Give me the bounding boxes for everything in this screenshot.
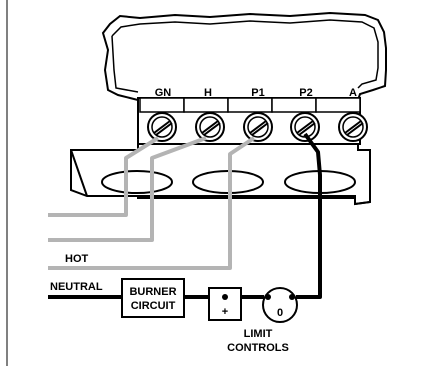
wire-gn [48, 136, 160, 217]
burner-circuit-box [121, 278, 185, 318]
terminal-block-base-front [87, 195, 371, 206]
terminal-label-p1: P1 [251, 87, 264, 99]
terminal-block-left-inner [111, 35, 139, 93]
screw-terminal-p1 [243, 112, 273, 142]
limit-controls-line1: LIMIT [244, 328, 273, 340]
neutral-label: NEUTRAL [50, 281, 103, 293]
terminal-block-inner-wall [111, 19, 379, 89]
screw-terminal-a [338, 112, 368, 142]
plus-terminal-dot [222, 294, 228, 300]
zero-terminal-label: 0 [277, 307, 283, 319]
terminal-label-a: A [349, 87, 357, 99]
screw-terminal-p2 [290, 112, 320, 142]
base-left-edge [70, 149, 88, 197]
terminal-label-gn: GN [155, 87, 172, 99]
terminal-label-p2: P2 [299, 87, 312, 99]
burner-label-line1: BURNER [129, 286, 176, 298]
burner-label-line2: CIRCUIT [131, 300, 176, 312]
plus-terminal-box [208, 287, 242, 321]
wire-h [48, 136, 207, 242]
gray-wires [48, 136, 256, 270]
plus-terminal-label: + [222, 306, 228, 318]
limit-controls-line2: CONTROLS [227, 342, 289, 354]
zero-terminal-dot-left [265, 294, 271, 300]
terminal-label-h: H [204, 87, 212, 99]
wire-p1 [48, 136, 256, 270]
wire-p2 [296, 132, 322, 299]
wire-entry-hole-1 [101, 170, 173, 194]
zero-terminal-dot-right [289, 294, 295, 300]
screw-terminal-gn [147, 112, 177, 142]
screw-terminal-h [195, 112, 225, 142]
hot-label: HOT [65, 253, 89, 265]
zero-terminal-circle [262, 287, 298, 323]
